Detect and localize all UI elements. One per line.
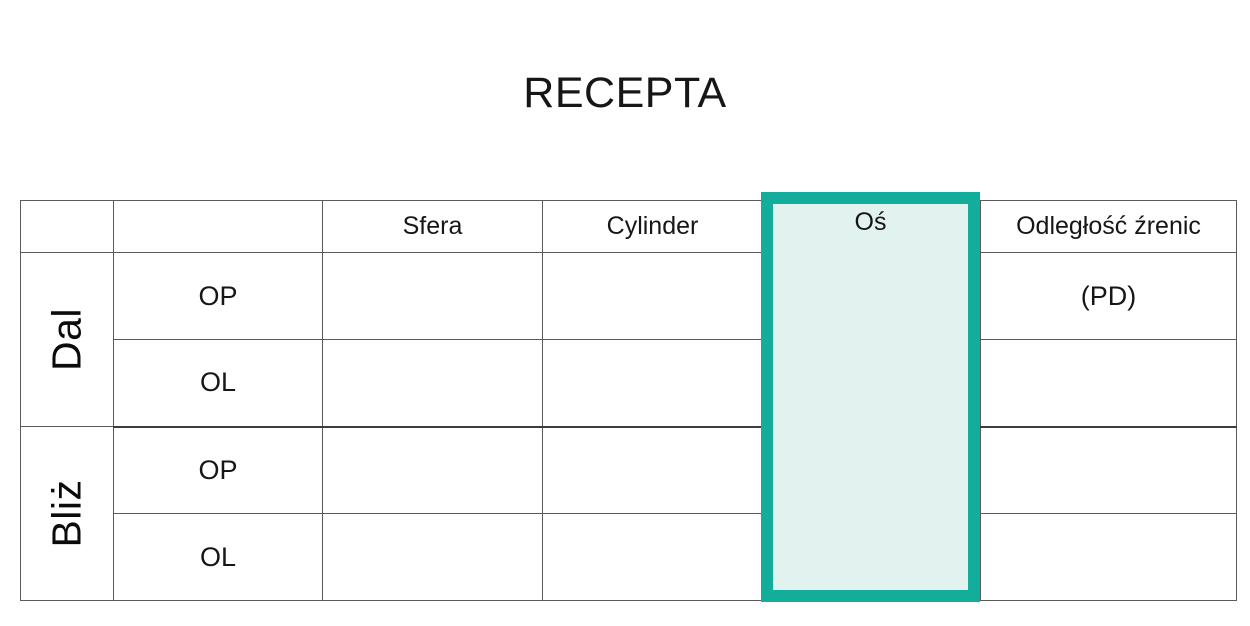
cell-bliz-op-axis[interactable]	[762, 426, 981, 514]
prescription-table: Sfera Cylinder Oś Odległość źrenic Dal O…	[20, 200, 1237, 601]
eye-label-bliz-ol: OL	[113, 513, 323, 601]
table-row: Dal OP (PD)	[20, 252, 1237, 427]
header-pupil-distance: Odległość źrenic	[980, 200, 1237, 253]
table-row: OL	[21, 339, 1237, 428]
table-row: OL	[21, 513, 1237, 601]
cell-dal-op-pupil-distance[interactable]: (PD)	[980, 252, 1237, 340]
header-side-blank	[20, 200, 114, 253]
group-label-dal: Dal	[20, 252, 114, 427]
group-label-dal-text: Dal	[43, 307, 90, 372]
eye-label-dal-ol: OL	[113, 339, 323, 428]
eye-label-bliz-op: OP	[113, 426, 323, 514]
cell-dal-op-cylinder[interactable]	[542, 252, 763, 340]
cell-bliz-op-cylinder[interactable]	[542, 426, 763, 514]
cell-bliz-ol-cylinder[interactable]	[542, 513, 763, 601]
group-label-bliz-text: Bliż	[43, 479, 90, 548]
page-title: RECEPTA	[523, 69, 727, 117]
eye-label-dal-op: OP	[113, 252, 323, 340]
cell-dal-op-sphere[interactable]	[322, 252, 543, 340]
group-label-bliz: Bliż	[20, 426, 114, 601]
cell-dal-ol-cylinder[interactable]	[542, 339, 763, 428]
cell-dal-ol-sphere[interactable]	[322, 339, 543, 428]
prescription-table-container: Sfera Cylinder Oś Odległość źrenic Dal O…	[20, 200, 1237, 601]
cell-bliz-op-sphere[interactable]	[322, 426, 543, 514]
header-sphere: Sfera	[322, 200, 543, 253]
table-header-row: Sfera Cylinder Oś Odległość źrenic	[20, 200, 1237, 253]
header-axis: Oś	[762, 200, 981, 253]
cell-dal-ol-axis[interactable]	[762, 339, 981, 428]
header-cylinder: Cylinder	[542, 200, 763, 253]
cell-bliz-ol-axis[interactable]	[762, 513, 981, 601]
cell-dal-op-axis[interactable]	[762, 252, 981, 340]
cell-bliz-ol-pupil-distance[interactable]	[980, 513, 1237, 601]
header-eye-blank	[113, 200, 323, 253]
cell-bliz-ol-sphere[interactable]	[322, 513, 543, 601]
cell-bliz-op-pupil-distance[interactable]	[980, 426, 1237, 514]
cell-dal-ol-pupil-distance[interactable]	[980, 339, 1237, 428]
table-row: Bliż OP	[20, 426, 1237, 601]
